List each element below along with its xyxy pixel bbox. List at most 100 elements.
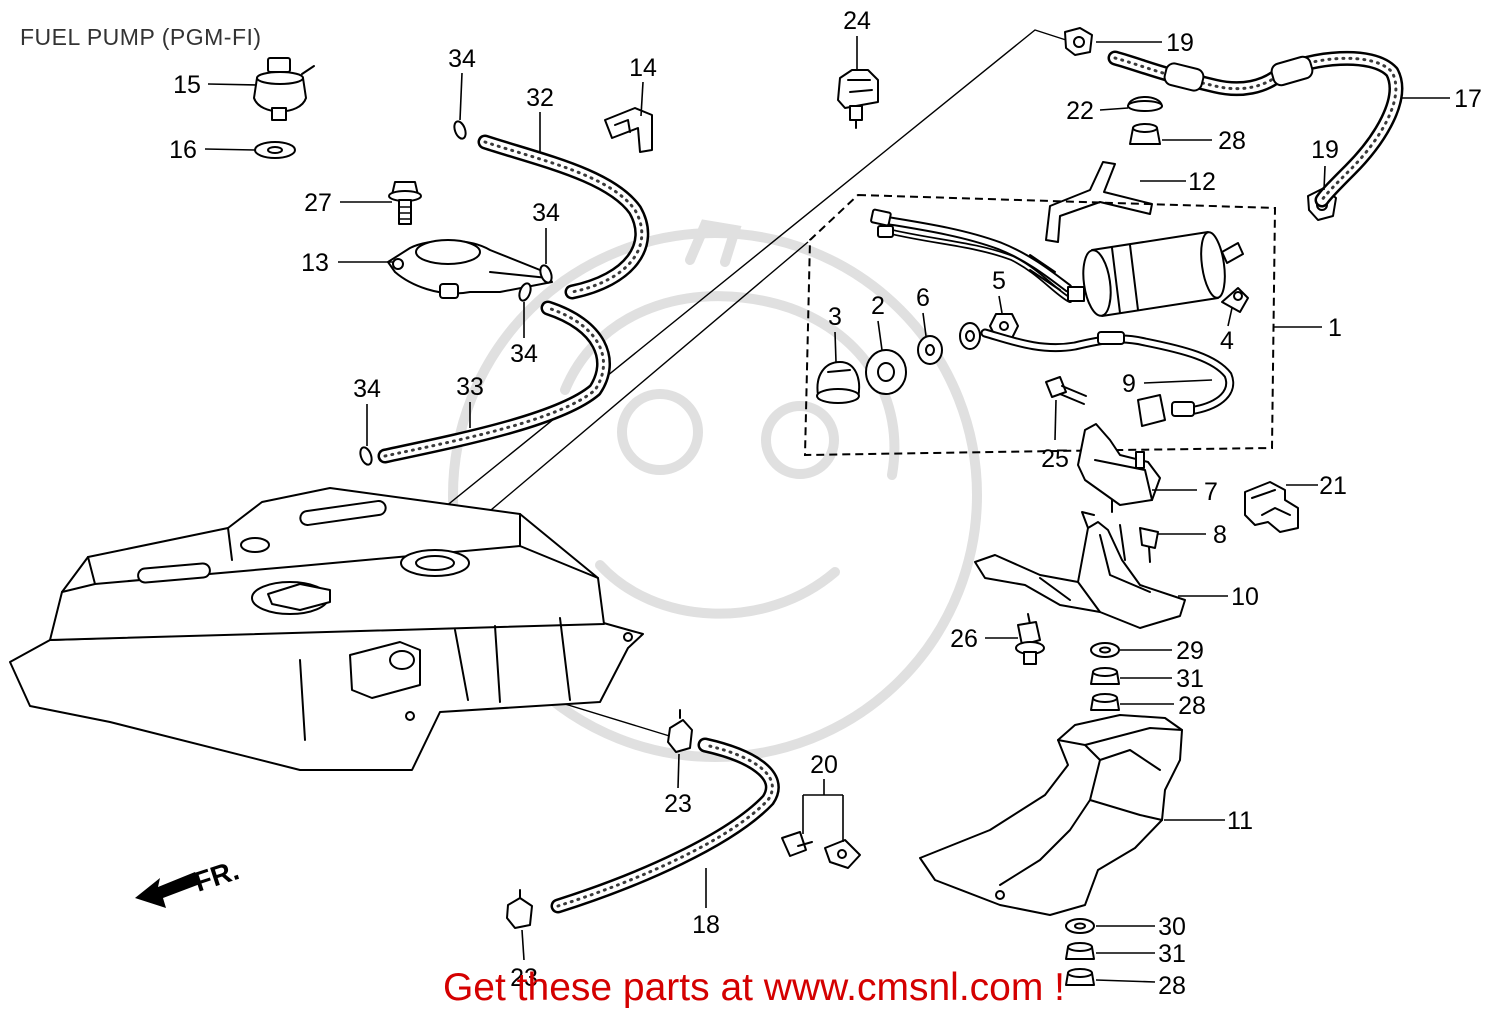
cap-rim xyxy=(1127,100,1163,112)
part-3-cushion xyxy=(816,361,860,404)
assembly-box-1 xyxy=(803,193,1277,457)
leader-16 xyxy=(204,148,256,151)
leader-19-right xyxy=(1323,165,1326,191)
bolt-thread xyxy=(399,206,411,220)
clip-14-body xyxy=(604,107,653,153)
callout-21: 21 xyxy=(1319,472,1347,500)
callout-31-upper: 31 xyxy=(1176,665,1204,693)
clip-14-tab xyxy=(614,119,631,133)
sender-cap xyxy=(415,555,455,571)
pump-connector-b xyxy=(877,225,894,238)
part-4-clip xyxy=(1221,287,1249,313)
part-19-clamp-top xyxy=(1064,27,1093,56)
pump-motor-end xyxy=(1082,249,1112,317)
connector-stem xyxy=(849,105,863,121)
bolt-shaft xyxy=(398,199,412,225)
callout-5: 5 xyxy=(992,267,1006,295)
callout-34-top: 34 xyxy=(448,45,476,73)
callout-14: 14 xyxy=(629,54,657,82)
callout-34-left: 34 xyxy=(353,375,381,403)
watermark-eye-left xyxy=(617,389,703,475)
part-28-nut-top xyxy=(1129,123,1161,145)
part-25-bolt xyxy=(1045,376,1087,405)
tank-drain xyxy=(405,711,415,721)
callout-22: 22 xyxy=(1066,97,1094,125)
part-31-nut-upper xyxy=(1090,667,1120,685)
hose-18-texture xyxy=(556,743,774,908)
part-9-fuel-line xyxy=(980,328,1235,427)
clip-4-hole xyxy=(1233,291,1243,301)
hose-32-texture xyxy=(483,140,644,294)
callout-12: 12 xyxy=(1188,168,1216,196)
callout-23-bottom: 23 xyxy=(510,964,538,992)
flange-hole xyxy=(623,632,633,642)
damper-arm-line xyxy=(489,271,549,279)
watermark-eye-right xyxy=(761,401,839,479)
damper-bolt-hole xyxy=(392,258,404,270)
callout-8: 8 xyxy=(1213,521,1227,549)
leader-14 xyxy=(640,81,644,117)
callout-2: 2 xyxy=(871,292,885,320)
hose-33-texture xyxy=(383,306,605,458)
nut-28-middle-top xyxy=(1092,693,1118,703)
leader-4 xyxy=(1227,307,1233,327)
part-6-washer xyxy=(917,335,943,365)
nut-31-lower-top xyxy=(1067,942,1093,952)
callout-25: 25 xyxy=(1041,445,1069,473)
clip-21-body xyxy=(1244,481,1299,533)
bracket-7-stud xyxy=(1135,451,1145,469)
part-8-bolt xyxy=(1139,527,1159,563)
nut-28-top xyxy=(1132,123,1158,133)
callout-20: 20 xyxy=(810,751,838,779)
leader-28-bottom xyxy=(1095,979,1156,983)
shield-folds xyxy=(999,727,1183,886)
callout-7: 7 xyxy=(1204,478,1218,506)
cushion-rim xyxy=(827,369,851,373)
bolt-25-shaft xyxy=(1059,385,1087,405)
footer-parts-link[interactable]: Get these parts at www.cmsnl.com ! xyxy=(443,966,1065,1009)
washer-hole xyxy=(267,146,283,154)
regulator-top xyxy=(256,71,304,85)
filler-neck xyxy=(389,650,415,670)
callout-15: 15 xyxy=(173,71,201,99)
hose-17-sleeve-a xyxy=(1163,62,1205,92)
connector-ribs xyxy=(847,79,873,93)
part-14-clip xyxy=(604,107,653,153)
part-22-cap xyxy=(1127,96,1163,112)
bolt-26-base xyxy=(1023,651,1037,665)
leader-25 xyxy=(1054,399,1057,441)
leader-3 xyxy=(834,331,837,363)
callout-24: 24 xyxy=(843,7,871,35)
bolt-20-shaft xyxy=(797,841,813,847)
callout-33: 33 xyxy=(456,373,484,401)
cushion-base xyxy=(816,388,860,404)
part-30-washer xyxy=(1065,918,1095,934)
pump-connector-a xyxy=(870,208,892,227)
part-15-pressure-regulator xyxy=(253,57,315,121)
callout-16: 16 xyxy=(169,136,197,164)
leader-15 xyxy=(207,83,257,86)
pump-flange xyxy=(267,583,331,611)
nut-28-bottom-top xyxy=(1067,968,1093,978)
bolt-25-head xyxy=(1045,376,1067,398)
front-label: FR. xyxy=(190,854,242,897)
leader-6 xyxy=(922,312,927,337)
callout-28-middle: 28 xyxy=(1178,692,1206,720)
callout-11: 11 xyxy=(1227,807,1253,835)
regulator-stem xyxy=(271,107,287,121)
pump-end-cap xyxy=(1200,231,1226,299)
regulator-nipple xyxy=(301,65,315,75)
callout-27: 27 xyxy=(304,189,332,217)
leader-22 xyxy=(1099,107,1129,111)
callout-4: 4 xyxy=(1220,327,1234,355)
callout-17: 17 xyxy=(1454,85,1482,113)
callout-28-bottom: 28 xyxy=(1158,972,1186,1000)
bracket-7-fold xyxy=(1094,459,1153,501)
fuel-tank xyxy=(9,487,644,771)
part-34-clamps xyxy=(359,120,553,466)
shield-body xyxy=(919,714,1183,916)
part-32-hose xyxy=(477,134,650,300)
nut-31-upper-top xyxy=(1092,667,1118,677)
clamp-34-b xyxy=(539,264,553,284)
